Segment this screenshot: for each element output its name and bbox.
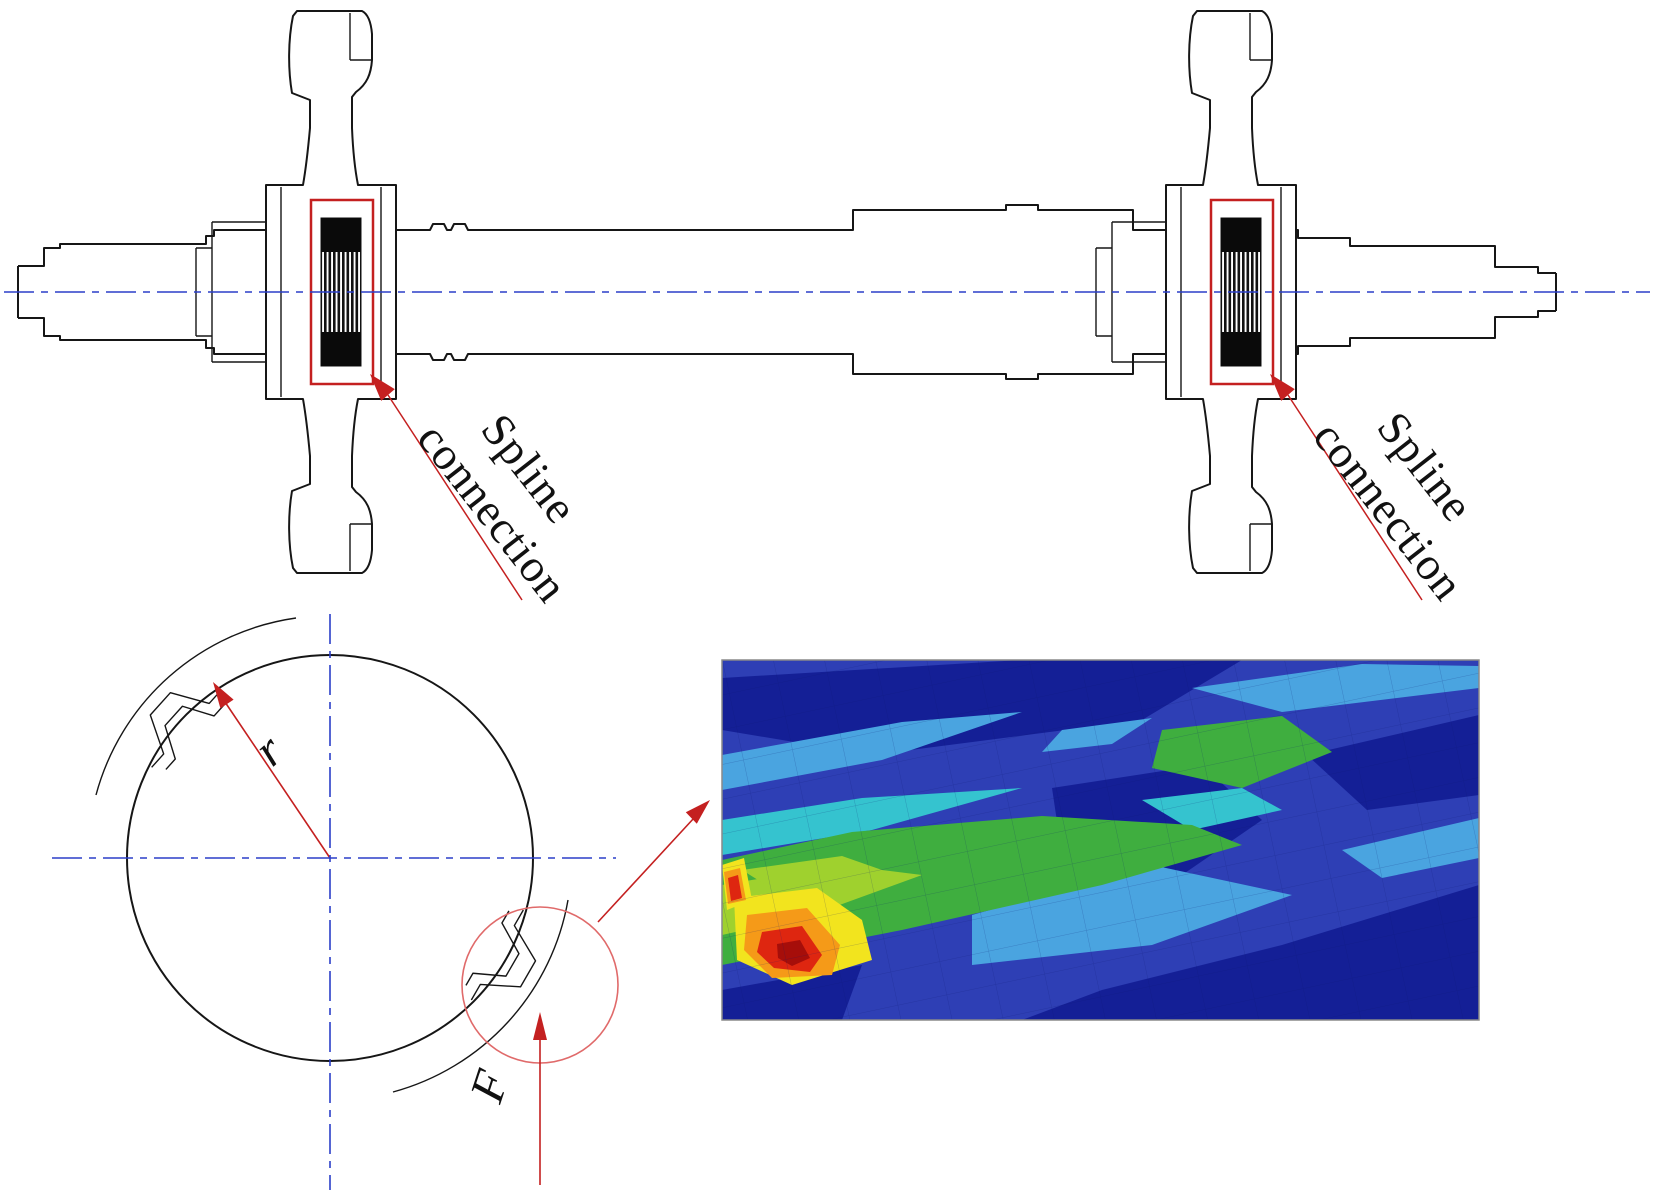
- mating-arc-lower: [392, 899, 569, 1093]
- force-arrowhead: [533, 1012, 547, 1040]
- radius-arrowhead: [213, 682, 234, 709]
- spline-leader-line: [387, 394, 523, 601]
- section-crosshair-centerlines: [52, 614, 616, 1190]
- spline-teeth-top: [321, 218, 361, 252]
- radius-line: [224, 701, 331, 859]
- mating-arc-upper: [95, 617, 297, 796]
- spline-tooth-lower: [465, 909, 537, 1001]
- fea-border: [721, 659, 1480, 1021]
- fea-pointer-line: [597, 817, 695, 923]
- centerlines: [4, 291, 1650, 1190]
- spline-arrowhead: [370, 374, 395, 401]
- fea-contour-inset: [721, 659, 1480, 1021]
- spline-label-left: Spline connection: [408, 404, 588, 612]
- spline-tooth-upper: [149, 689, 224, 770]
- fea-pointer-arrowhead: [685, 800, 710, 824]
- spline-connection-left: [309, 198, 523, 601]
- spline-teeth-bottom: [321, 332, 361, 366]
- radius-label: r: [244, 724, 294, 776]
- fea-mesh-grid: [722, 660, 1479, 1020]
- shaft-section-view: r F: [95, 617, 710, 1185]
- spline-label-right: Spline connection: [1304, 402, 1484, 610]
- force-label: F: [460, 1063, 520, 1109]
